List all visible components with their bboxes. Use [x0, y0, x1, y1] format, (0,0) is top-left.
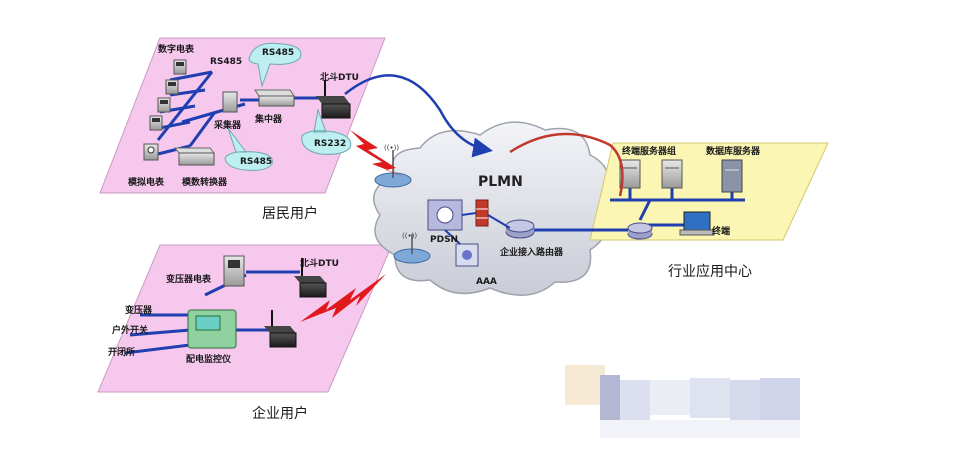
dtu-to-plmn-link: [344, 74, 493, 158]
aaa-server-icon: [455, 243, 479, 267]
dtu-icon: [316, 80, 351, 119]
svg-text:((•)): ((•)): [402, 232, 417, 240]
cloud-links: [444, 212, 511, 245]
rs232-callout: [301, 108, 352, 155]
wireless-link-bolt: [300, 274, 386, 322]
label-switch-station: 开闭所: [108, 346, 135, 358]
label-collector: 采集器: [213, 119, 242, 131]
transformer-meter-icon: [223, 255, 245, 287]
pdsn-icon: [427, 199, 463, 231]
residential-zone: [99, 37, 386, 194]
label-rs485: RS485: [262, 48, 294, 58]
meter-icon: [173, 59, 187, 75]
center-zone: [589, 142, 829, 241]
label-transformer-meter: 变压器电表: [166, 273, 212, 285]
enterprise-caption: 企业用户: [252, 405, 308, 422]
router-icon: [627, 222, 653, 240]
server-icon: [619, 159, 641, 189]
residential-caption: 居民用户: [262, 205, 318, 222]
concentrator-icon: [254, 89, 295, 107]
label-terminal-server-group: 终端服务器组: [621, 145, 676, 157]
meter-icon: [165, 79, 179, 95]
router-icon: [505, 219, 535, 239]
label-rs232: RS232: [314, 139, 346, 149]
base-station-icon: ((•)): [374, 144, 412, 188]
plmn-to-center-link: [509, 132, 624, 197]
meter-icon: [157, 97, 171, 113]
label-pdsn: PDSN: [430, 235, 458, 245]
label-dtu: 北斗DTU: [320, 71, 359, 83]
dtu-icon: [264, 310, 297, 348]
server-icon: [661, 159, 683, 189]
label-analog-meter: 模拟电表: [128, 176, 165, 188]
center-caption: 行业应用中心: [668, 263, 752, 280]
converter-icon: [173, 147, 216, 166]
dtu-icon: [294, 258, 327, 298]
label-dtu: 北斗DTU: [300, 257, 339, 269]
collector-icon: [222, 91, 238, 113]
rs485-callout: [248, 42, 302, 88]
wireless-link-bolt: [350, 130, 408, 178]
label-concentrator: 集中器: [254, 113, 283, 125]
meter-icon: [149, 115, 163, 131]
label-rs485: RS485: [240, 157, 272, 167]
distribution-monitor-icon: [187, 309, 237, 349]
label-router: 企业接入路由器: [499, 246, 564, 258]
label-monitor: 配电监控仪: [186, 353, 232, 365]
label-rs485: RS485: [210, 57, 242, 67]
firewall-icon: [475, 199, 489, 227]
label-terminal: 终端: [711, 225, 730, 237]
base-station-icon: ((•)): [393, 232, 431, 264]
blurred-watermark: [565, 365, 800, 438]
svg-text:((•)): ((•)): [384, 144, 399, 152]
label-aaa: AAA: [476, 277, 497, 287]
plmn-cloud: [372, 121, 609, 296]
database-server-icon: [721, 159, 743, 193]
enterprise-zone: [97, 244, 393, 393]
plmn-label: PLMN: [478, 174, 523, 190]
label-converter: 模数转换器: [182, 176, 228, 188]
analog-meter-icon: [143, 143, 159, 161]
terminal-computer-icon: [679, 211, 715, 236]
label-outdoor-switch: 户外开关: [112, 324, 148, 336]
label-digital-meter: 数字电表: [158, 43, 195, 55]
label-transformer: 变压器: [125, 304, 153, 316]
rs485-callout: [224, 127, 273, 171]
label-db-server: 数据库服务器: [706, 145, 761, 157]
